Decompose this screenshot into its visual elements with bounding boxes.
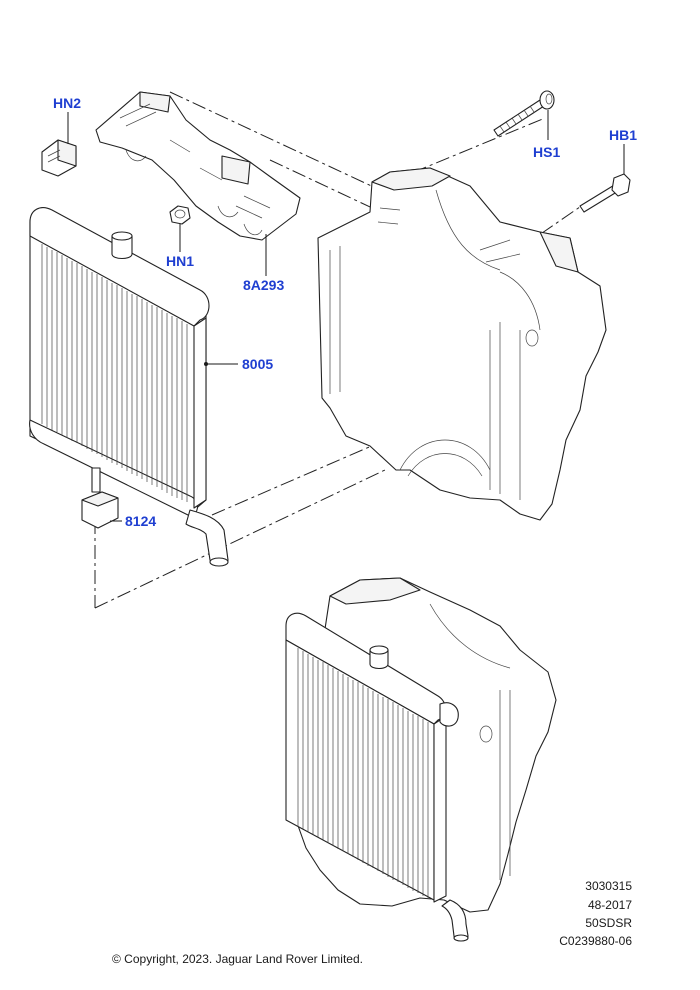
mount-8124[interactable] — [81, 491, 122, 529]
copyright-notice: © Copyright, 2023. Jaguar Land Rover Lim… — [112, 952, 363, 966]
fan-shroud[interactable] — [317, 167, 607, 521]
label-hn1: HN1 — [166, 253, 194, 269]
assembled-fins — [297, 648, 429, 898]
assembled-cooling-module[interactable] — [285, 577, 557, 942]
label-hn2: HN2 — [53, 95, 81, 111]
clip-hn2[interactable] — [41, 112, 77, 177]
meta-line-3: 50SDSR — [585, 916, 632, 930]
upper-bracket-8a293[interactable] — [95, 91, 301, 276]
meta-line-2: 48-2017 — [588, 898, 632, 912]
radiator-8005[interactable] — [29, 207, 238, 567]
label-8124: 8124 — [125, 513, 156, 529]
bolt-hb1[interactable] — [579, 144, 631, 213]
nut-hn1[interactable] — [169, 205, 191, 252]
screw-hs1[interactable] — [493, 90, 555, 140]
label-hs1: HS1 — [533, 144, 560, 160]
meta-line-1: 3030315 — [585, 879, 632, 893]
label-hb1: HB1 — [609, 127, 637, 143]
label-8005: 8005 — [242, 356, 273, 372]
label-8a293: 8A293 — [243, 277, 284, 293]
radiator-fins — [41, 244, 188, 502]
meta-line-4: C0239880-06 — [559, 934, 632, 948]
